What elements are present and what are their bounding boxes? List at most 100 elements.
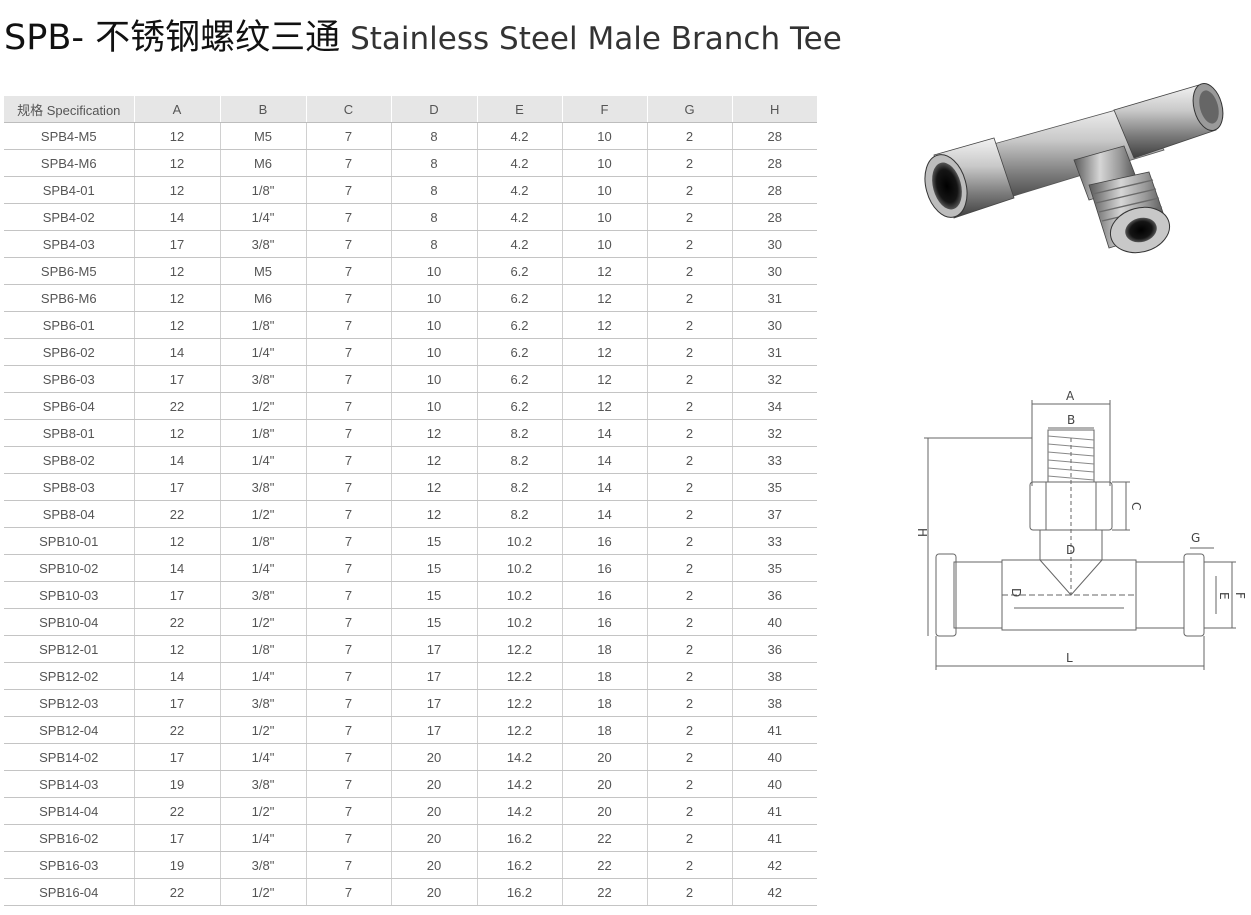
value-cell-h: 38: [732, 662, 817, 690]
value-cell-d: 17: [391, 662, 478, 690]
value-cell-b: 1/2": [220, 500, 307, 528]
value-cell-e: 6.2: [477, 392, 563, 420]
spec-cell: SPB12-04: [4, 716, 135, 744]
product-photo: [924, 83, 1224, 254]
value-cell-b: 1/4": [220, 203, 307, 231]
value-cell-h: 35: [732, 473, 817, 501]
value-cell-h: 28: [732, 149, 817, 177]
value-cell-d: 12: [391, 500, 478, 528]
spec-cell: SPB12-03: [4, 689, 135, 717]
spec-cell: SPB4-M5: [4, 122, 135, 150]
value-cell-h: 32: [732, 419, 817, 447]
label-g: G: [1191, 531, 1200, 545]
value-cell-h: 42: [732, 851, 817, 879]
label-h: H: [915, 528, 929, 537]
value-cell-f: 20: [562, 797, 648, 825]
value-cell-e: 16.2: [477, 878, 563, 906]
value-cell-e: 14.2: [477, 797, 563, 825]
value-cell-c: 7: [306, 122, 392, 150]
value-cell-g: 2: [647, 392, 733, 420]
value-cell-h: 32: [732, 365, 817, 393]
value-cell-a: 12: [134, 635, 221, 663]
value-cell-g: 2: [647, 446, 733, 474]
spec-cell: SPB6-03: [4, 365, 135, 393]
value-cell-f: 22: [562, 851, 648, 879]
value-cell-b: M5: [220, 257, 307, 285]
header-c: C: [306, 96, 392, 123]
value-cell-g: 2: [647, 554, 733, 582]
value-cell-h: 37: [732, 500, 817, 528]
value-cell-a: 22: [134, 716, 221, 744]
value-cell-b: 1/8": [220, 419, 307, 447]
value-cell-e: 6.2: [477, 311, 563, 339]
value-cell-c: 7: [306, 662, 392, 690]
value-cell-c: 7: [306, 149, 392, 177]
value-cell-a: 17: [134, 473, 221, 501]
value-cell-b: 1/8": [220, 635, 307, 663]
value-cell-c: 7: [306, 581, 392, 609]
value-cell-f: 12: [562, 392, 648, 420]
spec-cell: SPB14-03: [4, 770, 135, 798]
value-cell-h: 35: [732, 554, 817, 582]
header-b: B: [220, 96, 307, 123]
value-cell-h: 41: [732, 716, 817, 744]
value-cell-d: 20: [391, 770, 478, 798]
value-cell-g: 2: [647, 338, 733, 366]
value-cell-b: 1/4": [220, 446, 307, 474]
spec-cell: SPB16-03: [4, 851, 135, 879]
header-d: D: [391, 96, 478, 123]
value-cell-h: 33: [732, 527, 817, 555]
value-cell-d: 12: [391, 446, 478, 474]
value-cell-d: 15: [391, 554, 478, 582]
value-cell-b: 1/2": [220, 797, 307, 825]
value-cell-g: 2: [647, 851, 733, 879]
value-cell-a: 12: [134, 311, 221, 339]
value-cell-c: 7: [306, 824, 392, 852]
value-cell-d: 8: [391, 230, 478, 258]
value-cell-f: 12: [562, 257, 648, 285]
value-cell-e: 6.2: [477, 338, 563, 366]
value-cell-f: 20: [562, 770, 648, 798]
value-cell-c: 7: [306, 311, 392, 339]
header-e: E: [477, 96, 563, 123]
value-cell-b: M6: [220, 149, 307, 177]
value-cell-f: 14: [562, 419, 648, 447]
value-cell-f: 12: [562, 365, 648, 393]
value-cell-e: 4.2: [477, 203, 563, 231]
value-cell-c: 7: [306, 554, 392, 582]
value-cell-e: 10.2: [477, 608, 563, 636]
value-cell-b: M6: [220, 284, 307, 312]
value-cell-f: 10: [562, 176, 648, 204]
value-cell-c: 7: [306, 797, 392, 825]
value-cell-g: 2: [647, 257, 733, 285]
value-cell-g: 2: [647, 284, 733, 312]
value-cell-b: 1/4": [220, 554, 307, 582]
value-cell-h: 41: [732, 824, 817, 852]
value-cell-c: 7: [306, 365, 392, 393]
value-cell-a: 14: [134, 554, 221, 582]
value-cell-g: 2: [647, 149, 733, 177]
value-cell-b: 3/8": [220, 689, 307, 717]
spec-cell: SPB4-M6: [4, 149, 135, 177]
value-cell-d: 15: [391, 581, 478, 609]
value-cell-f: 14: [562, 500, 648, 528]
value-cell-e: 8.2: [477, 419, 563, 447]
label-d2: D: [1009, 588, 1023, 597]
value-cell-c: 7: [306, 689, 392, 717]
value-cell-e: 4.2: [477, 230, 563, 258]
value-cell-f: 12: [562, 311, 648, 339]
